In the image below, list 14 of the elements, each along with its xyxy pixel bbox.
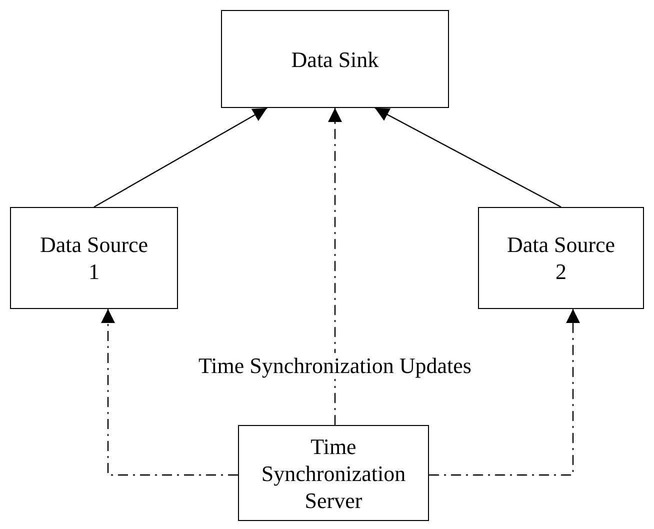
edge-label: Time Synchronization Updates	[196, 353, 474, 379]
process-box	[238, 425, 429, 521]
process-box	[221, 10, 449, 108]
node-label: Data Source 2	[506, 231, 616, 285]
arrow	[374, 107, 562, 208]
node-label: Data Sink	[291, 46, 379, 72]
process-box	[478, 207, 644, 309]
node-label: Data Source 1	[38, 231, 150, 285]
arrow	[429, 309, 580, 476]
arrow	[101, 309, 238, 476]
node-label: Time Synchronization Server	[260, 432, 407, 514]
arrow	[328, 108, 342, 425]
process-box	[10, 207, 178, 309]
arrow	[94, 107, 268, 208]
